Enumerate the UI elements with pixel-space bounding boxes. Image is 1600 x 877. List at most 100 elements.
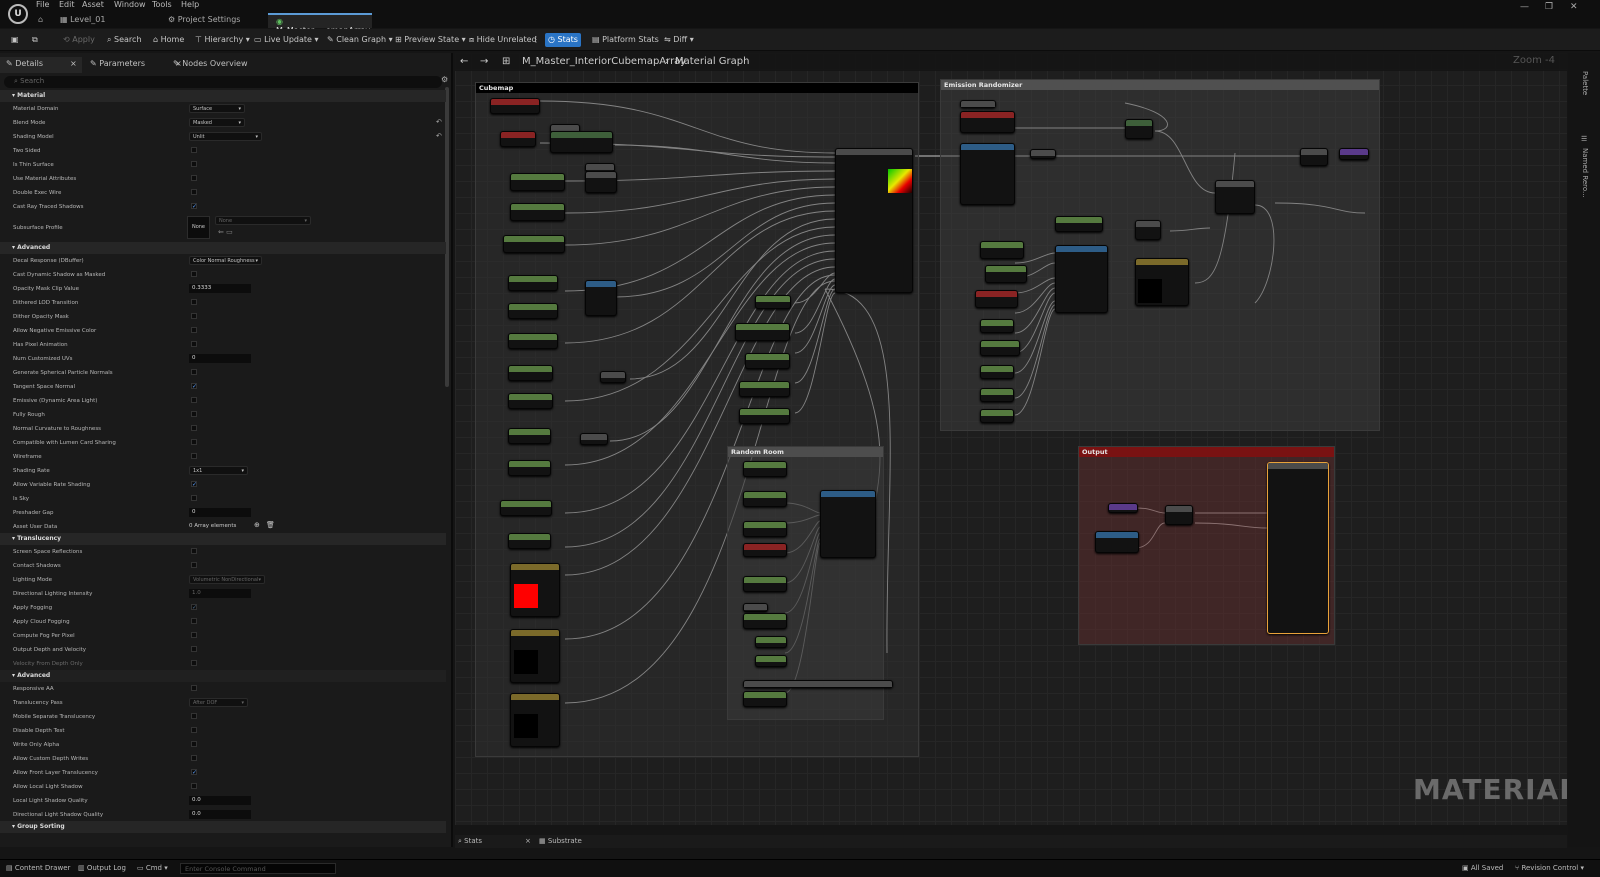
- graph-node[interactable]: [508, 393, 553, 409]
- material-graph[interactable]: ← → ⊞ M_Master_InteriorCubemapArray › Ma…: [455, 53, 1567, 825]
- graph-node[interactable]: [980, 319, 1014, 333]
- hide-unrelated-button[interactable]: ⧈ Hide Unrelated: [469, 35, 537, 44]
- graph-node[interactable]: [960, 143, 1015, 205]
- graph-node[interactable]: [1055, 245, 1108, 313]
- graph-node[interactable]: [743, 461, 787, 477]
- variable-rate-checkbox[interactable]: ✓: [191, 481, 198, 488]
- tab-level[interactable]: ▦ Level_01: [60, 15, 106, 24]
- normal-curv-checkbox[interactable]: [191, 425, 197, 431]
- double-exec-checkbox[interactable]: [191, 189, 197, 195]
- all-saved-status[interactable]: ▣ All Saved: [1462, 864, 1504, 872]
- save-icon[interactable]: ▣: [11, 35, 19, 44]
- cast-dynamic-checkbox[interactable]: [191, 271, 197, 277]
- shading-rate-dropdown[interactable]: 1x1▾: [189, 466, 248, 475]
- lumen-checkbox[interactable]: [191, 439, 197, 445]
- velocity-depth-checkbox[interactable]: [191, 660, 197, 666]
- graph-node[interactable]: [975, 290, 1018, 308]
- graph-node[interactable]: [1135, 258, 1189, 306]
- pixel-anim-checkbox[interactable]: [191, 341, 197, 347]
- subsurface-thumbnail[interactable]: None: [187, 216, 210, 239]
- mobile-sep-checkbox[interactable]: [191, 713, 197, 719]
- dither-opacity-checkbox[interactable]: [191, 313, 197, 319]
- apply-button[interactable]: ⟲ Apply: [63, 35, 95, 44]
- apply-fog-checkbox[interactable]: ✓: [191, 604, 198, 611]
- graph-node[interactable]: [745, 353, 790, 369]
- wireframe-checkbox[interactable]: [191, 453, 197, 459]
- material-domain-dropdown[interactable]: Surface▾: [189, 104, 245, 113]
- output-depth-checkbox[interactable]: [191, 646, 197, 652]
- disable-depth-checkbox[interactable]: [191, 727, 197, 733]
- use-attributes-checkbox[interactable]: [191, 175, 197, 181]
- browse-icon[interactable]: ⧉: [32, 35, 38, 44]
- substrate-tab[interactable]: ▦ Substrate: [539, 837, 582, 845]
- thin-surface-checkbox[interactable]: [191, 161, 197, 167]
- menu-asset[interactable]: Asset: [82, 0, 104, 9]
- graph-node[interactable]: [820, 490, 876, 558]
- clean-graph-button[interactable]: ✎ Clean Graph ▾: [327, 35, 393, 44]
- graph-node[interactable]: [1095, 531, 1139, 553]
- category-advanced[interactable]: ▾ Advanced: [0, 242, 446, 254]
- write-alpha-checkbox[interactable]: [191, 741, 197, 747]
- decal-response-dropdown[interactable]: Color Normal Roughness▾: [189, 256, 262, 265]
- graph-node[interactable]: [743, 613, 787, 629]
- graph-node[interactable]: [755, 655, 787, 667]
- output-log-button[interactable]: ▥ Output Log: [78, 864, 126, 872]
- graph-node[interactable]: [1300, 148, 1328, 166]
- graph-node[interactable]: [980, 365, 1014, 379]
- graph-node[interactable]: [980, 340, 1020, 356]
- graph-node[interactable]: [585, 171, 617, 193]
- fully-rough-checkbox[interactable]: [191, 411, 197, 417]
- forward-arrow-icon[interactable]: →: [480, 56, 489, 67]
- graph-node[interactable]: [508, 365, 553, 381]
- two-sided-checkbox[interactable]: [191, 147, 197, 153]
- graph-node[interactable]: [508, 533, 551, 549]
- unreal-logo-icon[interactable]: U: [8, 4, 28, 24]
- graph-node-main[interactable]: [835, 148, 913, 293]
- emissive-area-checkbox[interactable]: [191, 397, 197, 403]
- graph-node[interactable]: [508, 428, 551, 444]
- more-options-icon[interactable]: ⋮: [532, 35, 540, 44]
- add-element-icon[interactable]: ⊕: [254, 521, 260, 529]
- home-icon[interactable]: ⌂: [38, 15, 44, 24]
- graph-node[interactable]: [1030, 149, 1056, 159]
- graph-node[interactable]: [510, 203, 565, 221]
- front-layer-checkbox[interactable]: ✓: [191, 769, 198, 776]
- fog-per-pixel-checkbox[interactable]: [191, 632, 197, 638]
- breadcrumb-material[interactable]: M_Master_InteriorCubemapArray: [522, 56, 687, 67]
- close-icon[interactable]: ×: [525, 837, 531, 845]
- material-output-node[interactable]: [1267, 462, 1329, 634]
- graph-node[interactable]: [508, 275, 558, 291]
- category-material[interactable]: ▾ Material: [0, 90, 446, 102]
- browse-arrow-icon[interactable]: ⇐ ▭: [218, 228, 233, 236]
- palette-tab[interactable]: Palette: [1581, 71, 1589, 96]
- graph-node[interactable]: [580, 433, 608, 445]
- allow-negative-checkbox[interactable]: [191, 327, 197, 333]
- local-quality-input[interactable]: 0.0: [189, 796, 251, 805]
- search-button[interactable]: ⌕ Search: [107, 35, 142, 44]
- revision-control-button[interactable]: ⑂ Revision Control ▾: [1515, 864, 1584, 872]
- back-arrow-icon[interactable]: ←: [460, 56, 469, 67]
- hierarchy-button[interactable]: ⊤ Hierarchy ▾: [195, 35, 250, 44]
- graph-node[interactable]: [1055, 216, 1103, 232]
- graph-node[interactable]: [743, 603, 768, 612]
- cmd-button[interactable]: ▭ Cmd ▾: [137, 864, 168, 872]
- graph-node[interactable]: [743, 691, 787, 707]
- graph-node[interactable]: [739, 408, 790, 424]
- local-shadow-checkbox[interactable]: [191, 783, 197, 789]
- settings-gear-icon[interactable]: ⚙: [441, 75, 449, 84]
- graph-node[interactable]: [1108, 503, 1138, 513]
- menu-help[interactable]: Help: [181, 0, 200, 9]
- graph-node[interactable]: [550, 131, 613, 153]
- custom-depth-checkbox[interactable]: [191, 755, 197, 761]
- spherical-checkbox[interactable]: [191, 369, 197, 375]
- graph-node-color[interactable]: [510, 693, 560, 747]
- graph-node[interactable]: [980, 241, 1024, 259]
- category-advanced-translucency[interactable]: ▾ Advanced: [0, 670, 446, 682]
- graph-node[interactable]: [980, 409, 1014, 423]
- graph-node[interactable]: [1125, 119, 1153, 139]
- menu-tools[interactable]: Tools: [152, 0, 172, 9]
- graph-node[interactable]: [960, 100, 996, 108]
- graph-node[interactable]: [743, 521, 787, 537]
- diff-button[interactable]: ⇋ Diff ▾: [664, 35, 694, 44]
- reset-arrow-icon[interactable]: ↶: [436, 132, 442, 140]
